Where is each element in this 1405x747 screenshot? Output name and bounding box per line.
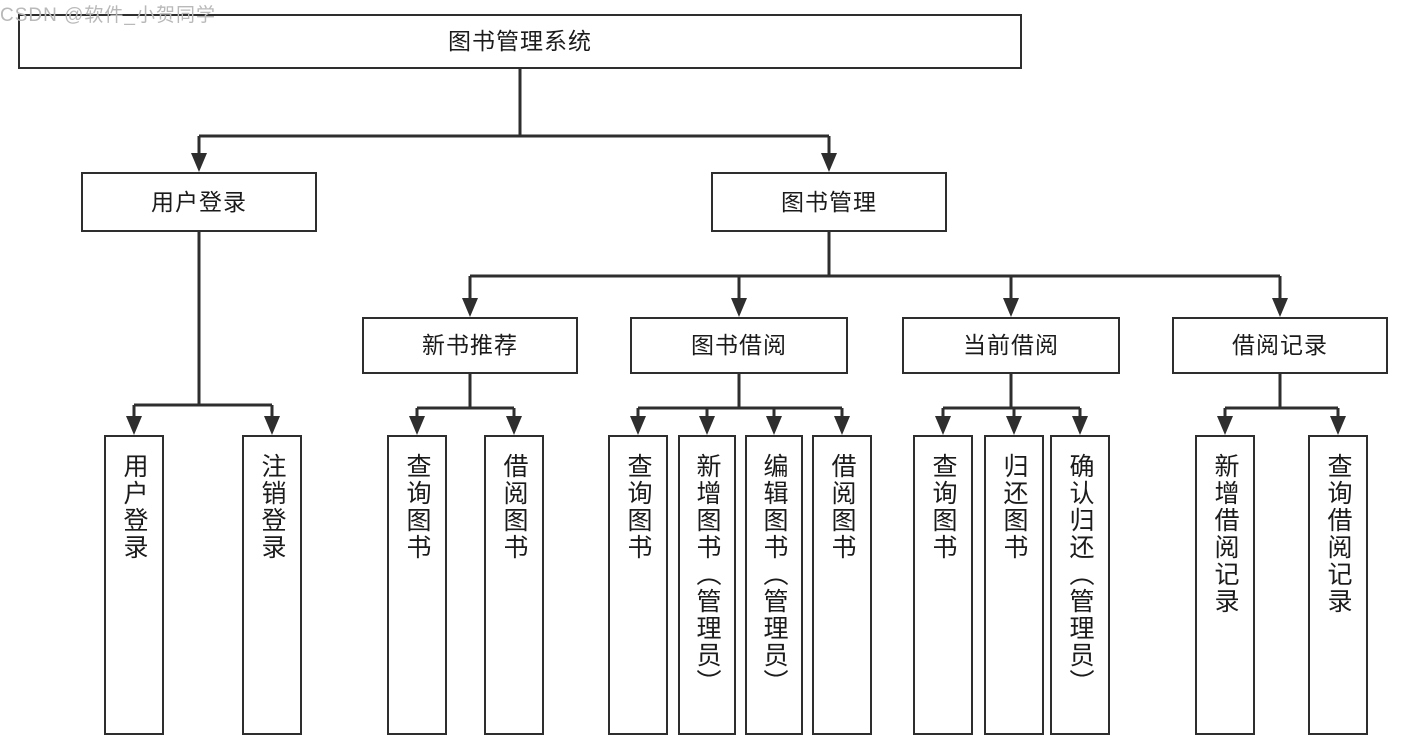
node-leaf-query-3[interactable]: 查询图书 (913, 435, 973, 735)
arrowhead-icon (191, 153, 207, 172)
node-label: 借阅记录 (1232, 332, 1328, 358)
node-label: 图书管理 (781, 188, 877, 215)
node-leaf-add-book[interactable]: 新增图书（管理员） (678, 435, 736, 735)
node-label: 当前借阅 (963, 332, 1059, 358)
node-leaf-add-rec[interactable]: 新增借阅记录 (1195, 435, 1255, 735)
node-book-manage[interactable]: 图书管理 (711, 172, 947, 232)
arrowhead-icon (1072, 416, 1088, 435)
node-leaf-return[interactable]: 归还图书 (984, 435, 1044, 735)
arrowhead-icon (766, 416, 782, 435)
arrowhead-icon (630, 416, 646, 435)
arrowhead-icon (731, 298, 747, 317)
node-leaf-user-login[interactable]: 用户登录 (104, 435, 164, 735)
node-label: 新增借阅记录 (1211, 453, 1239, 615)
node-label: 用户登录 (120, 453, 148, 561)
node-current-borrow[interactable]: 当前借阅 (902, 317, 1120, 374)
node-label: 编辑图书（管理员） (760, 453, 788, 696)
node-root[interactable]: 图书管理系统 (18, 14, 1022, 69)
node-label: 借阅图书 (828, 453, 856, 561)
arrowhead-icon (699, 416, 715, 435)
arrowhead-icon (834, 416, 850, 435)
node-label: 查询图书 (929, 453, 957, 561)
arrowhead-icon (462, 298, 478, 317)
arrowhead-icon (1003, 298, 1019, 317)
arrowhead-icon (1217, 416, 1233, 435)
node-label: 新增图书（管理员） (693, 453, 721, 696)
node-label: 图书借阅 (691, 332, 787, 358)
node-label: 确认归还（管理员） (1066, 453, 1094, 696)
node-label: 查询图书 (624, 453, 652, 561)
arrowhead-icon (1272, 298, 1288, 317)
arrowhead-icon (1330, 416, 1346, 435)
node-borrow-record[interactable]: 借阅记录 (1172, 317, 1388, 374)
watermark: CSDN @软件_小贺同学 (0, 5, 216, 26)
node-label: 查询借阅记录 (1324, 453, 1352, 615)
arrowhead-icon (935, 416, 951, 435)
node-user-login[interactable]: 用户登录 (81, 172, 317, 232)
node-book-borrow[interactable]: 图书借阅 (630, 317, 848, 374)
node-label: 图书管理系统 (448, 28, 592, 54)
arrowhead-icon (821, 153, 837, 172)
node-leaf-logout[interactable]: 注销登录 (242, 435, 302, 735)
node-leaf-query-rec[interactable]: 查询借阅记录 (1308, 435, 1368, 735)
node-label: 归还图书 (1000, 453, 1028, 561)
arrowhead-icon (409, 416, 425, 435)
arrowhead-icon (264, 416, 280, 435)
node-leaf-confirm[interactable]: 确认归还（管理员） (1050, 435, 1110, 735)
node-leaf-query-1[interactable]: 查询图书 (387, 435, 447, 735)
arrowhead-icon (126, 416, 142, 435)
arrowhead-icon (506, 416, 522, 435)
node-label: 注销登录 (258, 453, 286, 561)
node-leaf-borrow-1[interactable]: 借阅图书 (484, 435, 544, 735)
node-leaf-edit-book[interactable]: 编辑图书（管理员） (745, 435, 803, 735)
node-leaf-query-2[interactable]: 查询图书 (608, 435, 668, 735)
node-label: 借阅图书 (500, 453, 528, 561)
node-label: 新书推荐 (422, 332, 518, 358)
node-leaf-borrow-2[interactable]: 借阅图书 (812, 435, 872, 735)
node-label: 查询图书 (403, 453, 431, 561)
node-label: 用户登录 (151, 188, 247, 215)
node-new-book-rec[interactable]: 新书推荐 (362, 317, 578, 374)
arrowhead-icon (1006, 416, 1022, 435)
